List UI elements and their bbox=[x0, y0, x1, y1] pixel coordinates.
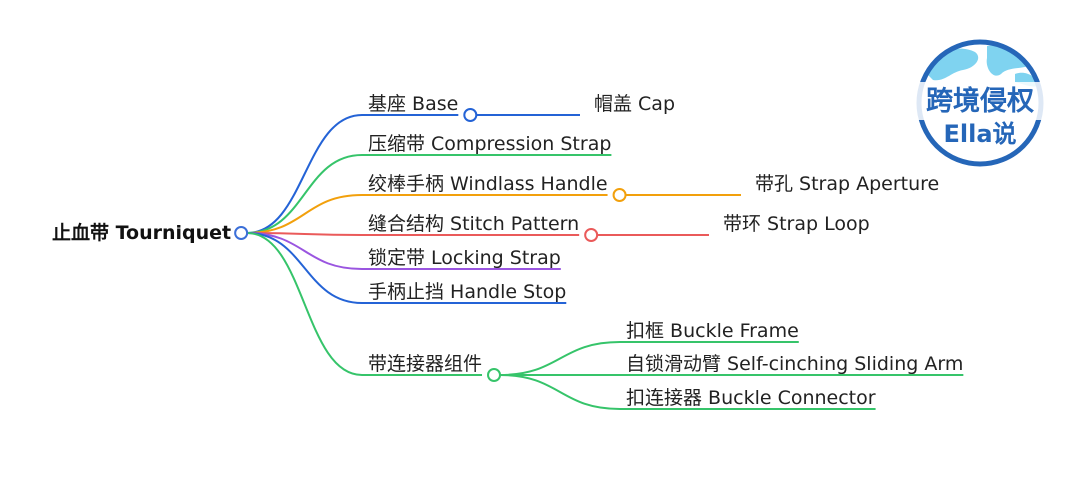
logo-line1: 跨境侵权 bbox=[926, 86, 1034, 117]
node-locking-strap[interactable]: 锁定带 Locking Strap bbox=[368, 247, 561, 269]
node-cap[interactable]: 帽盖 Cap bbox=[594, 93, 676, 115]
node-sliding-arm[interactable]: 自锁滑动臂 Self-cinching Sliding Arm bbox=[626, 353, 964, 375]
node-buckle-frame[interactable]: 扣框 Buckle Frame bbox=[626, 320, 799, 342]
link-root-handlestop bbox=[247, 232, 363, 304]
node-base[interactable]: 基座 Base bbox=[368, 93, 459, 115]
expand-dot-stitch[interactable] bbox=[584, 228, 599, 242]
link-connector-frame bbox=[500, 341, 621, 376]
ella-logo: 跨境侵权 Ella说 bbox=[907, 39, 1053, 167]
link-root-locking bbox=[247, 232, 363, 270]
link-root-stitch bbox=[247, 232, 363, 236]
link-root-windlass bbox=[247, 194, 363, 234]
link-connector-bconn bbox=[500, 374, 621, 410]
expand-dot-root[interactable] bbox=[234, 226, 249, 240]
root-node[interactable]: 止血带 Tourniquet bbox=[52, 222, 232, 244]
node-handle-stop[interactable]: 手柄止挡 Handle Stop bbox=[368, 281, 567, 303]
logo-line2: Ella说 bbox=[943, 120, 1016, 148]
node-stitch-pattern[interactable]: 缝合结构 Stitch Pattern bbox=[368, 213, 580, 235]
node-strap-loop[interactable]: 带环 Strap Loop bbox=[723, 213, 870, 235]
node-strap-aperture[interactable]: 带孔 Strap Aperture bbox=[755, 173, 940, 195]
node-connector-assembly[interactable]: 带连接器组件 bbox=[368, 353, 483, 375]
expand-dot-windlass[interactable] bbox=[612, 188, 627, 202]
link-root-base bbox=[247, 114, 363, 234]
node-windlass-handle[interactable]: 绞棒手柄 Windlass Handle bbox=[368, 173, 608, 195]
link-root-compression bbox=[247, 154, 363, 234]
node-buckle-connector[interactable]: 扣连接器 Buckle Connector bbox=[626, 387, 876, 409]
expand-dot-base[interactable] bbox=[463, 108, 478, 122]
node-compression-strap[interactable]: 压缩带 Compression Strap bbox=[368, 133, 612, 155]
link-root-connector bbox=[247, 232, 363, 376]
expand-dot-connector[interactable] bbox=[487, 368, 502, 382]
